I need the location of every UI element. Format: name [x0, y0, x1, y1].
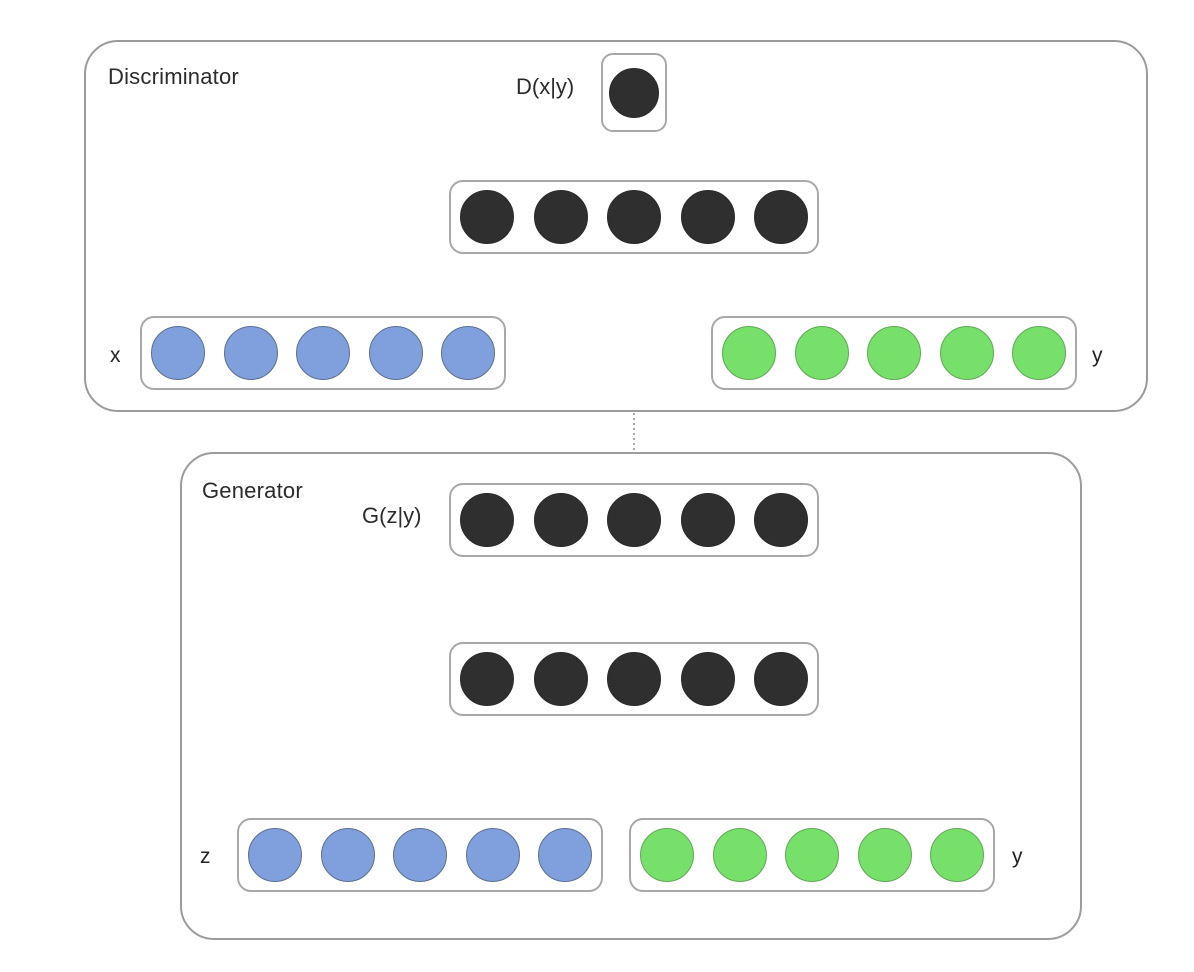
node-blue [320, 828, 375, 882]
discriminator-hidden-box[interactable] [449, 180, 819, 254]
node-dark [754, 190, 808, 244]
node-blue [538, 828, 592, 882]
node-dark [460, 493, 514, 547]
generator-input-y-label: y [1012, 845, 1023, 868]
node-blue [368, 326, 423, 380]
node-dark [460, 190, 514, 244]
discriminator-input-y-label: y [1092, 344, 1103, 367]
discriminator-output-box[interactable] [601, 53, 667, 132]
node-green [794, 326, 849, 380]
node-dark [607, 190, 661, 244]
node-blue [223, 326, 278, 380]
node-dark [533, 652, 588, 706]
node-blue [465, 828, 520, 882]
discriminator-output-label: D(x|y) [516, 74, 575, 99]
node-green [939, 326, 994, 380]
node-dark [533, 493, 588, 547]
generator-hidden-box[interactable] [449, 642, 819, 716]
node-dark [607, 493, 661, 547]
discriminator-input-x-box[interactable] [140, 316, 506, 390]
generator-input-z-box[interactable] [237, 818, 603, 892]
node-green [930, 828, 984, 882]
node-blue [296, 326, 350, 380]
discriminator-input-x-label: x [110, 344, 121, 367]
node-dark [533, 190, 588, 244]
node-blue [393, 828, 447, 882]
node-dark [680, 190, 735, 244]
generator-output-box[interactable] [449, 483, 819, 557]
node-green [785, 828, 839, 882]
node-green [867, 326, 921, 380]
node-blue [248, 828, 302, 882]
node-dark [754, 652, 808, 706]
generator-output-label: G(z|y) [362, 503, 422, 528]
generator-input-z-label: z [200, 845, 211, 868]
node-dark [460, 652, 514, 706]
node-dark [680, 493, 735, 547]
generator-input-y-box[interactable] [629, 818, 995, 892]
node-dark [607, 652, 661, 706]
generator-title: Generator [202, 478, 303, 503]
discriminator-title: Discriminator [108, 64, 239, 89]
node-green [640, 828, 694, 882]
node-dark [680, 652, 735, 706]
node-dark [754, 493, 808, 547]
discriminator-input-y-box[interactable] [711, 316, 1077, 390]
node-blue [151, 326, 205, 380]
node-dark [609, 67, 659, 118]
node-green [857, 828, 912, 882]
node-blue [441, 326, 495, 380]
node-green [1012, 326, 1066, 380]
node-green [712, 828, 767, 882]
node-green [722, 326, 776, 380]
